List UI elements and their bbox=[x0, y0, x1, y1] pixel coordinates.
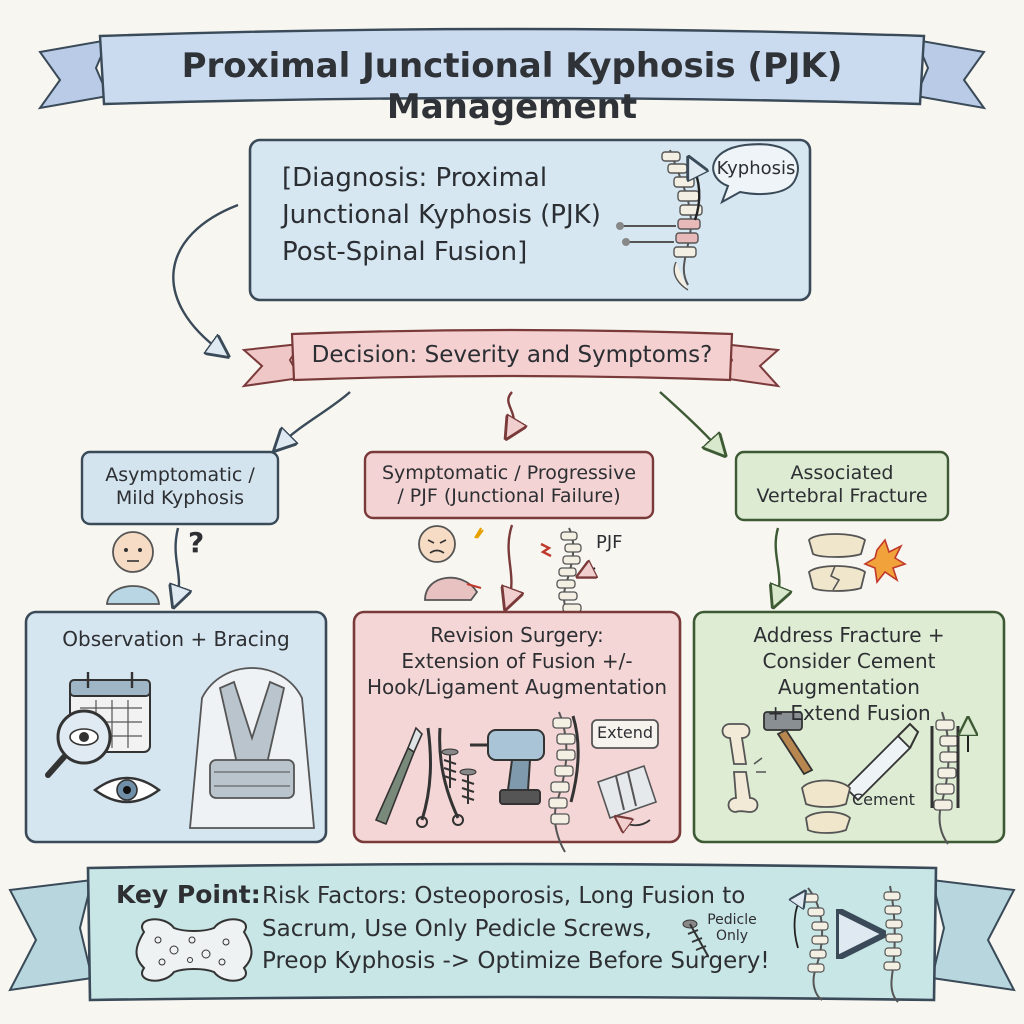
branch-label-mild: Asymptomatic / Mild Kyphosis bbox=[82, 464, 278, 510]
branch-box-symptomatic bbox=[363, 450, 655, 520]
branch-label-line: Vertebral Fracture bbox=[756, 485, 928, 508]
osteoporotic-bone-icon bbox=[135, 918, 253, 982]
back-brace-icon bbox=[189, 667, 315, 829]
hammer-icon bbox=[763, 711, 814, 776]
outcome-title-line: + Extend Fusion bbox=[767, 701, 931, 725]
page-title: Proximal Junctional Kyphosis (PJK) Manag… bbox=[181, 46, 843, 128]
decision-label: Decision: Severity and Symptoms? bbox=[311, 342, 713, 368]
branch-label-symptomatic: Symptomatic / Progressive / PJF (Junctio… bbox=[365, 462, 653, 508]
pedicle-screw-icon bbox=[682, 919, 709, 957]
branch-box-mild bbox=[80, 450, 280, 526]
extended-fusion-icon bbox=[930, 711, 968, 845]
outcome-title-line: Address Fracture + bbox=[753, 623, 945, 647]
outcome-title-fracture: Address Fracture + Consider Cement Augme… bbox=[694, 622, 1004, 726]
magnifier-icon bbox=[45, 709, 112, 778]
broken-bone-icon bbox=[721, 723, 766, 813]
arrow-mild-to-outcome bbox=[176, 527, 179, 600]
arrow-diagnosis-to-decision bbox=[172, 203, 239, 352]
pedicle-only-line: Pedicle bbox=[707, 912, 757, 928]
diagnosis-line: Post-Spinal Fusion] bbox=[282, 236, 528, 267]
fractured-vertebra-icon bbox=[808, 533, 907, 592]
branch-label-line: / PJF (Junctional Failure) bbox=[397, 485, 621, 508]
ligament-band-icon bbox=[596, 764, 658, 825]
arrow-fracture-to-outcome bbox=[776, 527, 780, 600]
outcome-title-line: Consider Cement Augmentation bbox=[762, 649, 936, 699]
question-mark-icon: ? bbox=[188, 526, 205, 559]
diagnosis-line: [Diagnosis: Proximal bbox=[282, 163, 548, 193]
drill-icon bbox=[470, 729, 545, 805]
screws-icon bbox=[441, 748, 477, 804]
pain-person-icon bbox=[418, 525, 484, 601]
outcome-title-line: Extension of Fusion +/- bbox=[401, 649, 633, 673]
decision-banner bbox=[241, 328, 781, 388]
key-point-label: Key Point: bbox=[116, 880, 261, 909]
arrow-to-mild bbox=[280, 391, 351, 445]
pedicle-only-line: Only bbox=[715, 928, 749, 945]
key-point-text: Risk Factors: Osteoporosis, Long Fusion … bbox=[262, 880, 782, 978]
spine-icon bbox=[616, 149, 702, 291]
diagnosis-line: Junctional Kyphosis (PJK) bbox=[282, 199, 601, 230]
outcome-title-revision: Revision Surgery: Extension of Fusion +/… bbox=[354, 622, 680, 700]
vertebra-cement-icon bbox=[801, 779, 852, 834]
kyphosis-bubble bbox=[712, 143, 799, 205]
branch-label-line: Symptomatic / Progressive bbox=[381, 462, 637, 484]
outcome-title-observation: Observation + Bracing bbox=[26, 626, 326, 652]
calm-person-icon bbox=[106, 531, 160, 605]
arrow-symptomatic-to-outcome bbox=[508, 524, 512, 602]
diagnosis-text: [Diagnosis: Proximal Junctional Kyphosis… bbox=[282, 160, 642, 271]
corrected-spine-icon bbox=[883, 885, 903, 1003]
key-point-line: Risk Factors: Osteoporosis, Long Fusion … bbox=[262, 883, 746, 909]
key-point-line: Sacrum, Use Only Pedicle Screws, bbox=[262, 915, 652, 942]
branch-label-line: Associated bbox=[790, 462, 894, 484]
branch-label-line: Asymptomatic / bbox=[105, 464, 255, 486]
pjf-label: PJF bbox=[596, 532, 623, 553]
branch-label-line: Mild Kyphosis bbox=[115, 487, 245, 510]
outcome-title-line: Hook/Ligament Augmentation bbox=[366, 675, 668, 699]
kyphotic-spine-icon bbox=[795, 887, 829, 1001]
arrow-to-fracture bbox=[659, 391, 720, 450]
key-point-banner bbox=[8, 862, 1016, 1002]
pjf-spine-icon bbox=[540, 527, 595, 629]
instrumented-spine-icon bbox=[548, 711, 580, 853]
kyphosis-bubble-label: Kyphosis bbox=[716, 158, 796, 179]
outcome-box-fracture bbox=[692, 610, 1006, 844]
key-point-line: Preop Kyphosis -> Optimize Before Surger… bbox=[262, 948, 770, 975]
eye-icon bbox=[92, 776, 162, 804]
extend-tag-label: Extend bbox=[597, 723, 653, 742]
diagnosis-box bbox=[248, 138, 812, 302]
title-banner bbox=[37, 27, 987, 110]
outcome-title-line: Observation + Bracing bbox=[62, 627, 290, 651]
outcome-title-line: Revision Surgery: bbox=[430, 623, 604, 647]
branch-label-fracture: Associated Vertebral Fracture bbox=[736, 462, 948, 508]
scalpel-icon bbox=[374, 726, 423, 826]
pedicle-only-label: Pedicle Only bbox=[700, 912, 764, 944]
branch-box-fracture bbox=[734, 450, 950, 522]
arrow-to-symptomatic bbox=[508, 391, 513, 432]
extend-tag bbox=[591, 719, 659, 749]
forceps-icon bbox=[416, 727, 464, 828]
cement-label: Cement bbox=[852, 790, 915, 809]
